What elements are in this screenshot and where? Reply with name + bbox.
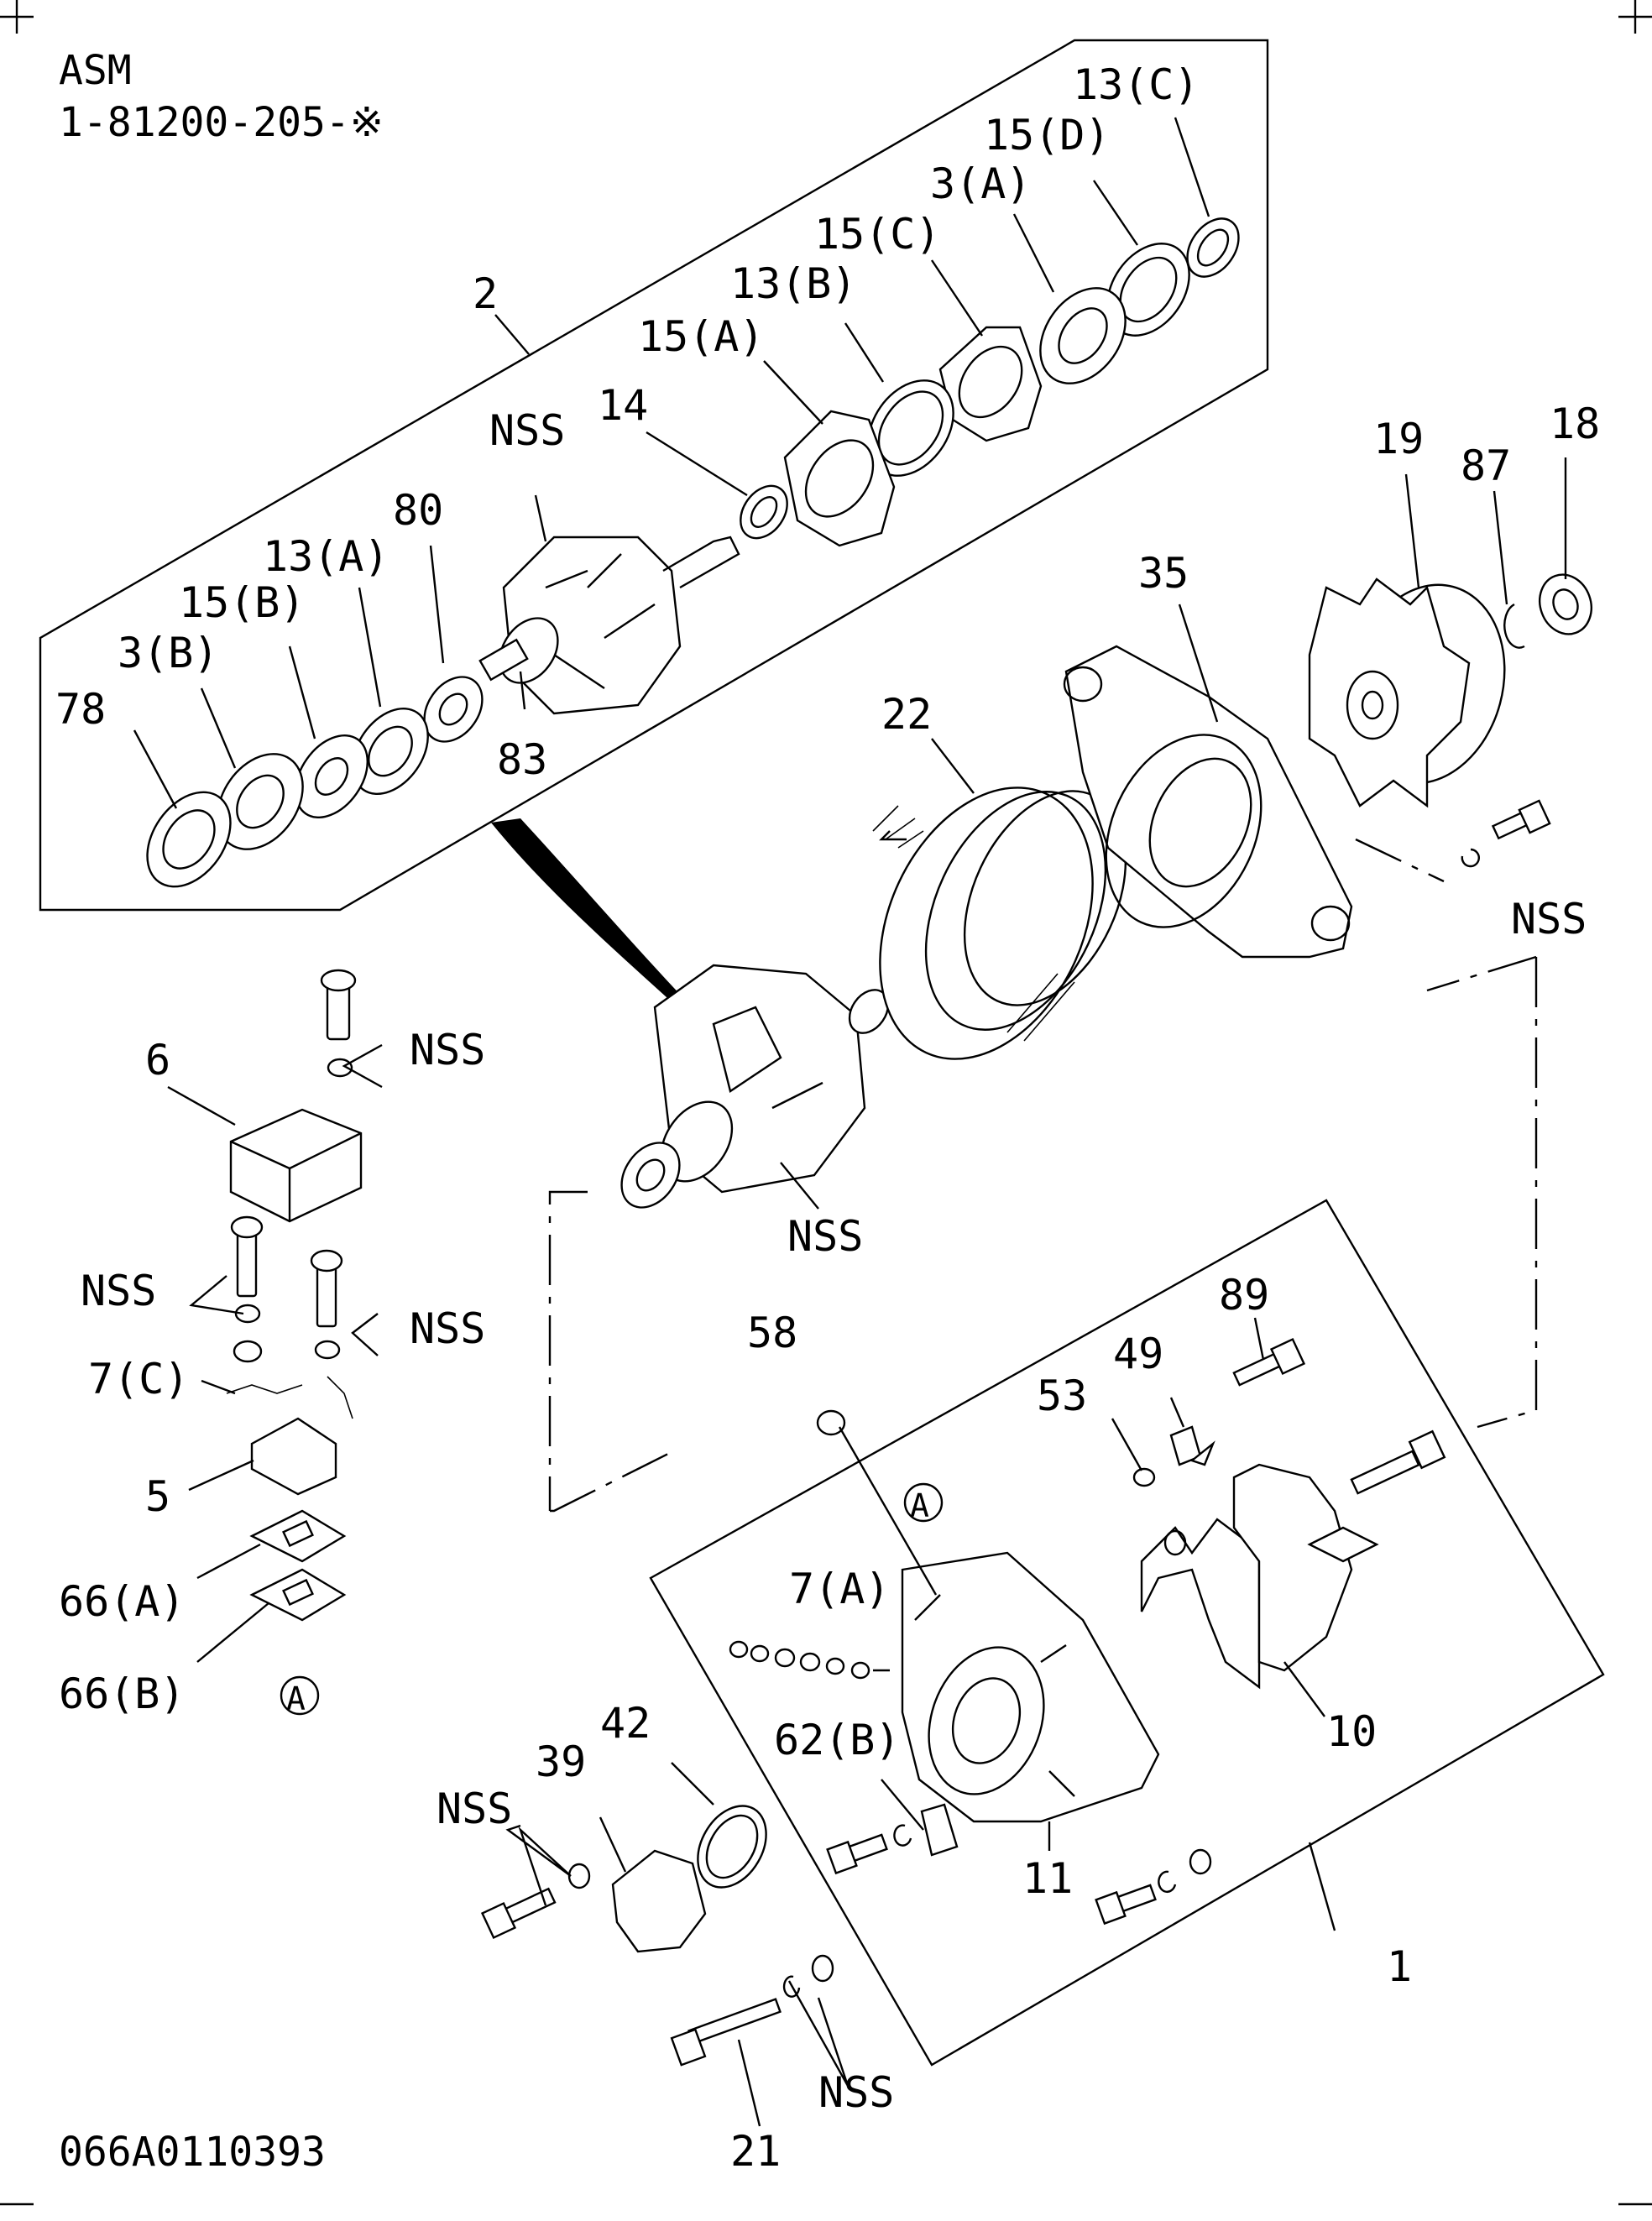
callout-nss-left: NSS (81, 1267, 156, 1315)
callout-15a: 15(A) (638, 312, 765, 361)
callout-nss-rotor-lower: NSS (787, 1212, 863, 1261)
callout-nss-right: NSS (410, 1304, 485, 1353)
callout-2: 2 (473, 269, 498, 318)
callout-66b: 66(B) (59, 1670, 186, 1718)
callout-7c: 7(C) (88, 1355, 189, 1403)
rear-assembly-frame (649, 1199, 1605, 2067)
callout-21: 21 (730, 2127, 781, 2176)
ref-a-left: A (286, 1680, 306, 1717)
callout-7a: 7(A) (789, 1565, 890, 1613)
callout-14: 14 (598, 381, 648, 430)
callout-66a: 66(A) (59, 1577, 186, 1626)
callout-62b: 62(B) (774, 1716, 901, 1764)
callout-58: 58 (747, 1309, 797, 1357)
callout-13a: 13(A) (263, 532, 389, 581)
callout-35: 35 (1138, 549, 1189, 598)
callout-80: 80 (393, 486, 443, 535)
callout-15b: 15(B) (179, 578, 306, 627)
assembly-arrow (491, 818, 684, 1006)
rotor-bearing-parts (740, 217, 1240, 547)
rotor-inner (146, 536, 740, 888)
callout-53: 53 (1037, 1372, 1087, 1420)
rotor-assembly-frame (39, 39, 1269, 912)
callout-11: 11 (1022, 1854, 1073, 1903)
callout-18: 18 (1550, 400, 1600, 448)
callout-22: 22 (881, 690, 932, 739)
callout-nss-rotor: NSS (489, 406, 565, 455)
callout-nss-fan-bolt: NSS (1511, 895, 1587, 943)
callout-39: 39 (536, 1738, 586, 1786)
alignment-lines (548, 838, 1538, 1513)
drawing-code: 066A0110393 (59, 2129, 326, 2176)
regulator-6 (229, 969, 363, 1223)
callout-42: 42 (600, 1699, 651, 1748)
callout-3b: 3(B) (118, 629, 218, 677)
reference-circles (280, 1482, 944, 1716)
callout-15d: 15(D) (984, 111, 1111, 159)
callout-49: 49 (1113, 1330, 1163, 1378)
callout-nss-cover: NSS (437, 1785, 512, 1833)
callout-13b: 13(B) (730, 259, 857, 308)
callout-6: 6 (145, 1036, 170, 1084)
callout-labels: 13(C) 15(D) 3(A) 15(C) 13(B) 2 15(A) 14 … (55, 60, 1600, 2176)
rear-cover-parts (480, 1805, 834, 2067)
brush-holder-5 (226, 1215, 353, 1622)
rear-housing-parts (729, 1337, 1446, 1926)
leader-lines (133, 117, 1567, 2127)
ref-a-center: A (910, 1487, 929, 1524)
callout-nss-regulator: NSS (410, 1026, 485, 1074)
callout-1: 1 (1387, 1942, 1412, 1991)
callout-13c: 13(C) (1073, 60, 1200, 109)
callout-15c: 15(C) (814, 210, 941, 259)
callout-89: 89 (1219, 1271, 1269, 1320)
assembly-part-number: 1-81200-205-※ (59, 99, 384, 146)
callout-19: 19 (1373, 415, 1424, 463)
callout-10: 10 (1326, 1707, 1377, 1756)
rotor-assembled (620, 964, 890, 1209)
callout-3a: 3(A) (930, 159, 1031, 208)
callout-nss-bolt: NSS (818, 2068, 894, 2117)
callout-5: 5 (145, 1472, 170, 1521)
callout-83: 83 (497, 735, 547, 784)
callout-78: 78 (55, 685, 106, 734)
fan-19 (1308, 573, 1592, 868)
assembly-label: ASM (59, 47, 132, 94)
callout-87: 87 (1461, 442, 1511, 490)
